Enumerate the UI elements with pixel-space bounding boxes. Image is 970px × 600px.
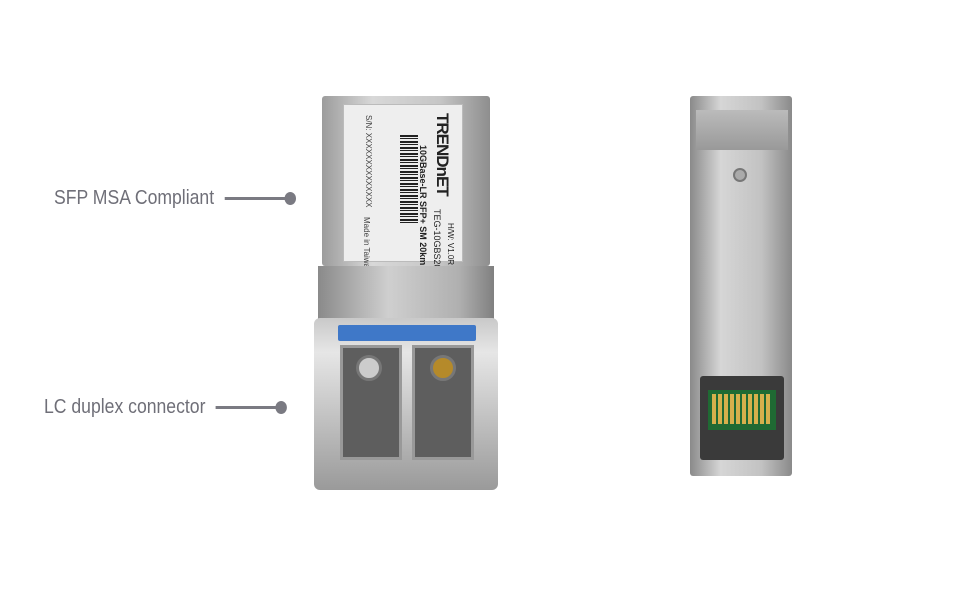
bail-latch — [338, 325, 476, 341]
callout-dot — [284, 192, 296, 205]
description: 10GBase-LR SFP+ SM 20km DDM — [418, 145, 428, 289]
brand-logo: TRENDnET — [433, 113, 452, 196]
module-label: TRENDnET H/W: V1.0R TEG-10GBS20 10GBase-… — [343, 104, 463, 288]
callout-label: LC duplex connector — [44, 396, 206, 418]
callout-line — [215, 406, 278, 409]
model-number: TEG-10GBS20 — [432, 209, 442, 270]
serial-number: S/N: XXXXXXXXXXXXXX — [364, 115, 373, 208]
module-vent — [318, 266, 494, 320]
ferrule-rx — [430, 355, 456, 381]
hw-version: H/W: V1.0R — [446, 223, 455, 266]
callout-sfp-msa: SFP MSA Compliant — [54, 187, 296, 210]
callout-label: SFP MSA Compliant — [54, 187, 215, 209]
origin: Made in Taiwan — [362, 217, 371, 273]
lc-port-tx — [340, 345, 402, 460]
callout-lc-duplex: LC duplex connector — [44, 396, 288, 419]
ferrule-tx — [356, 355, 382, 381]
barcode — [400, 135, 418, 223]
callout-dot — [275, 401, 288, 414]
callout-line — [224, 197, 287, 200]
latch-pin — [733, 168, 747, 182]
rear-top-clip — [696, 110, 788, 150]
gold-contacts — [712, 394, 772, 424]
